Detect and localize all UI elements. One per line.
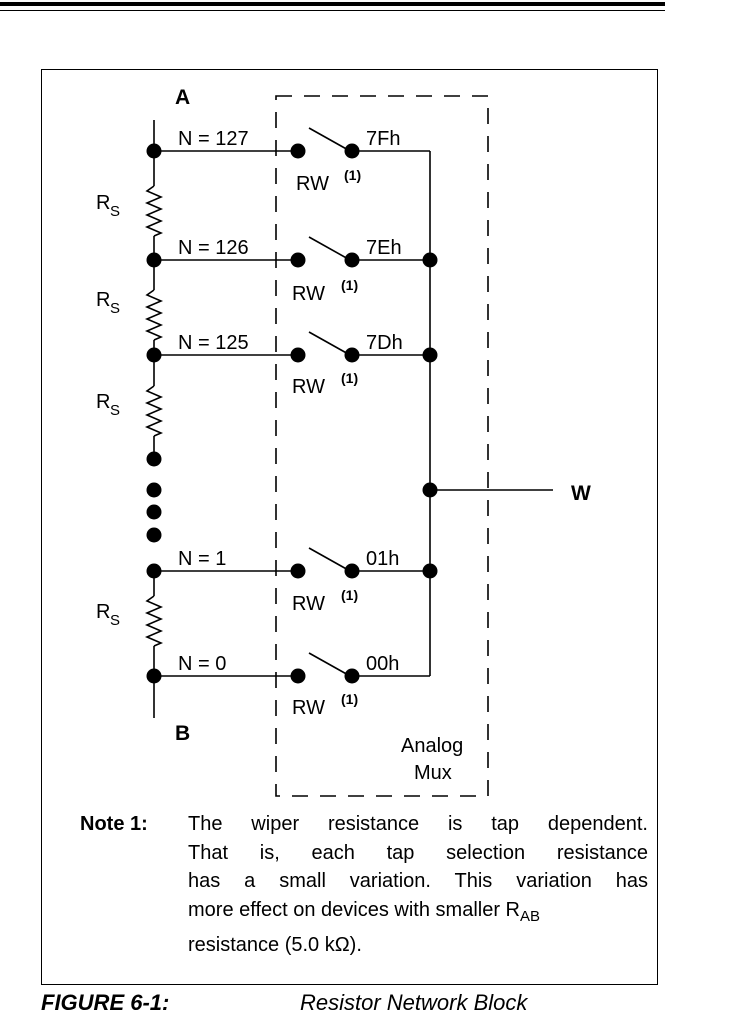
figure-frame: [41, 69, 658, 985]
resistor-label: R S: [96, 192, 120, 220]
note-line: resistance (5.0 kΩ).: [188, 934, 362, 956]
note-line-text: more effect on devices with smaller R: [188, 898, 520, 921]
analog-mux-label: Mux: [414, 762, 452, 784]
svg-text:R: R: [96, 192, 110, 214]
resistor-label: R S: [96, 289, 120, 317]
tap-code-label: 01h: [366, 548, 399, 570]
tap-n-label: N = 127: [178, 128, 249, 150]
note-line: The wiper resistance is tap dependent.: [188, 813, 648, 835]
svg-text:R: R: [96, 601, 110, 623]
tap-n-label: N = 1: [178, 548, 226, 570]
node-a-label: A: [175, 86, 190, 109]
svg-text:(1): (1): [341, 277, 358, 293]
node-w-label: W: [571, 482, 591, 505]
resistor-3: [144, 385, 164, 437]
svg-text:RW: RW: [292, 283, 325, 305]
node-b-label: B: [175, 722, 190, 745]
note-label: Note 1:: [80, 813, 148, 835]
tap-code-label: 7Fh: [366, 128, 400, 150]
svg-text:R: R: [96, 391, 110, 413]
note-line: That is, each tap selection resistance: [188, 841, 648, 864]
wiper-resistance-label: RW (1): [292, 370, 358, 398]
rab-subscript: AB: [519, 907, 540, 925]
note-text: The wiper resistance is tap dependent. T…: [188, 810, 648, 960]
svg-text:S: S: [110, 402, 120, 419]
header-rule-thick: [0, 2, 665, 6]
resistor-label: R S: [96, 601, 120, 629]
svg-text:S: S: [110, 612, 120, 629]
wiper-resistance-label: RW (1): [292, 587, 358, 615]
svg-text:S: S: [110, 300, 120, 317]
figure-label: FIGURE 6-1:: [41, 990, 170, 1015]
tap-n-label: N = 125: [178, 332, 249, 354]
tap-code-label: 7Eh: [366, 237, 402, 259]
tap-code-label: 7Dh: [366, 332, 403, 354]
note-line: more effect on devices with smaller RAB: [188, 896, 648, 932]
svg-text:(1): (1): [341, 587, 358, 603]
svg-text:R: R: [96, 289, 110, 311]
svg-text:RW: RW: [292, 593, 325, 615]
svg-text:RW: RW: [292, 376, 325, 398]
tap-n-label: N = 0: [178, 653, 226, 675]
tap-n-label: N = 126: [178, 237, 249, 259]
resistor-label: R S: [96, 391, 120, 419]
resistor-1: [144, 185, 164, 237]
analog-mux-label: Analog: [401, 735, 463, 757]
svg-text:(1): (1): [341, 691, 358, 707]
resistor-4: [144, 595, 164, 647]
analog-mux-box: [275, 95, 489, 797]
wiper-resistance-label: RW (1): [292, 277, 358, 305]
svg-text:RW: RW: [292, 697, 325, 719]
svg-text:RW: RW: [296, 173, 329, 195]
wiper-resistance-label: RW (1): [296, 167, 361, 195]
svg-text:(1): (1): [341, 370, 358, 386]
resistor-2: [144, 289, 164, 341]
wiper-resistance-label: RW (1): [292, 691, 358, 719]
svg-text:S: S: [110, 203, 120, 220]
header-rule-thin: [0, 10, 665, 11]
tap-code-label: 00h: [366, 653, 399, 675]
svg-text:(1): (1): [344, 167, 361, 183]
figure-title: Resistor Network Block: [300, 990, 528, 1015]
note-line: has a small variation. This variation ha…: [188, 870, 648, 892]
